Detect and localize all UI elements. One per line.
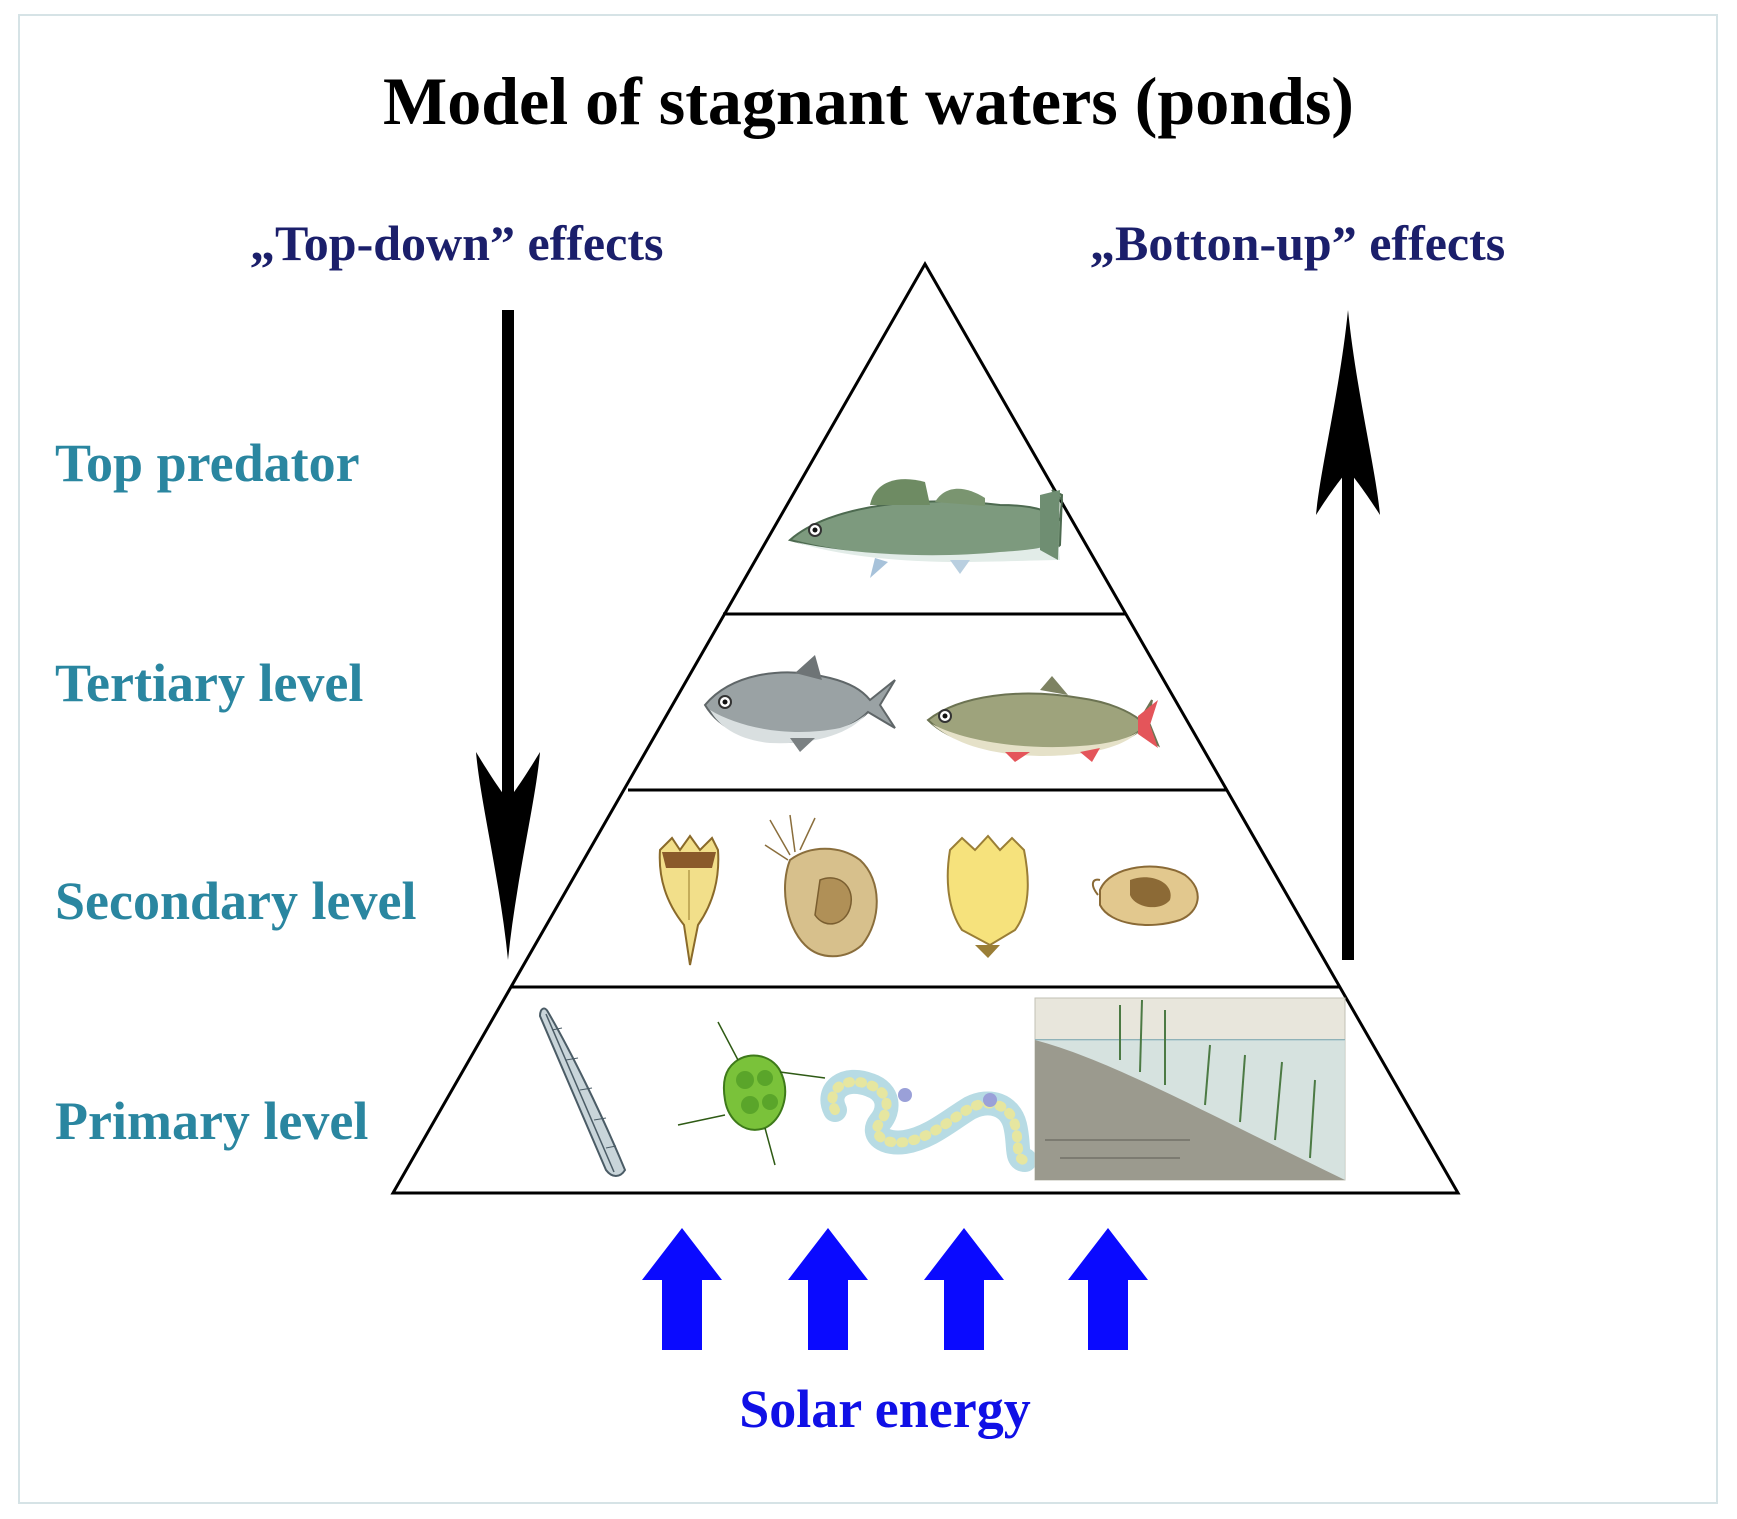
top-down-effects-label: „Top-down” effects <box>250 215 664 271</box>
bottom-up-arrow <box>1316 310 1380 960</box>
cyanobacteria-chain-icon <box>820 1069 1037 1172</box>
green-alga-icon <box>677 1021 826 1166</box>
macrophyte-littoral-icon <box>1034 997 1346 1181</box>
pyramid-outline <box>390 260 1461 1195</box>
solar-arrow-3 <box>924 1228 1004 1350</box>
level-label-tertiary: Tertiary level <box>55 653 364 713</box>
rudd-fish-icon <box>926 676 1161 762</box>
solar-energy-label: Solar energy <box>739 1379 1031 1439</box>
level-label-secondary: Secondary level <box>55 871 417 931</box>
rotifer-icon <box>946 834 1029 958</box>
solar-energy-arrows <box>642 1228 1148 1350</box>
solar-arrow-2 <box>788 1228 868 1350</box>
level-label-primary: Primary level <box>55 1091 369 1151</box>
solar-arrow-4 <box>1068 1228 1148 1350</box>
figure-frame <box>18 14 1718 1504</box>
rotifer-icon <box>658 834 720 966</box>
trophic-pyramid <box>390 260 1461 1195</box>
solar-arrow-1 <box>642 1228 722 1350</box>
diagram-title: Model of stagnant waters (ponds) <box>383 63 1354 139</box>
diatom-icon <box>538 1007 627 1177</box>
ostracod-icon <box>1092 865 1199 926</box>
top-down-arrow <box>476 310 540 960</box>
bream-fish-icon <box>703 655 896 752</box>
bottom-up-effects-label: „Botton-up” effects <box>1090 215 1506 271</box>
level-label-top-predator: Top predator <box>55 433 360 493</box>
zander-fish-icon <box>787 479 1064 578</box>
copepod-icon <box>764 814 878 958</box>
